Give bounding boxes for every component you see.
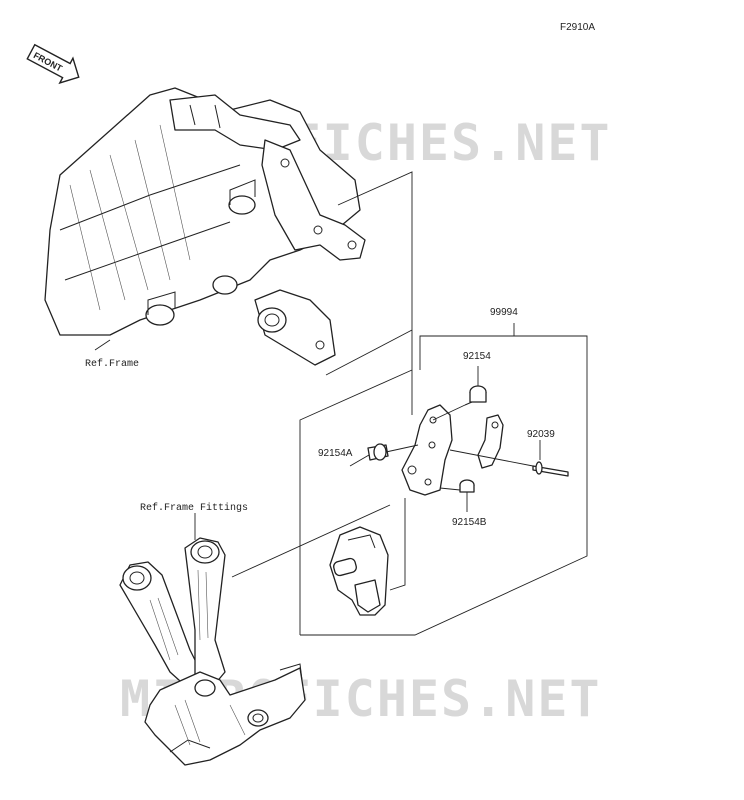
ref-frame-fittings-label: Ref.Frame Fittings bbox=[140, 502, 248, 514]
part-leaders bbox=[477, 366, 541, 460]
frame-fittings-illustration: Ref.Frame Fittings bbox=[119, 502, 306, 766]
part-bolt-label: 92154 bbox=[463, 351, 491, 362]
part-pin-label: 92039 bbox=[527, 429, 555, 440]
ref-frame-label: Ref.Frame bbox=[85, 358, 139, 370]
part-bolt-b-label: 92154B bbox=[452, 517, 487, 528]
part-bolt-a-label: 92154A bbox=[318, 448, 353, 459]
bracket-assembly bbox=[329, 385, 569, 616]
figure-code: F2910A bbox=[560, 22, 595, 33]
front-arrow-icon: FRONT bbox=[26, 43, 80, 85]
guide-lines bbox=[231, 171, 588, 636]
frame-illustration: Ref.Frame bbox=[44, 87, 366, 370]
part-kit-label: 99994 bbox=[490, 307, 518, 318]
